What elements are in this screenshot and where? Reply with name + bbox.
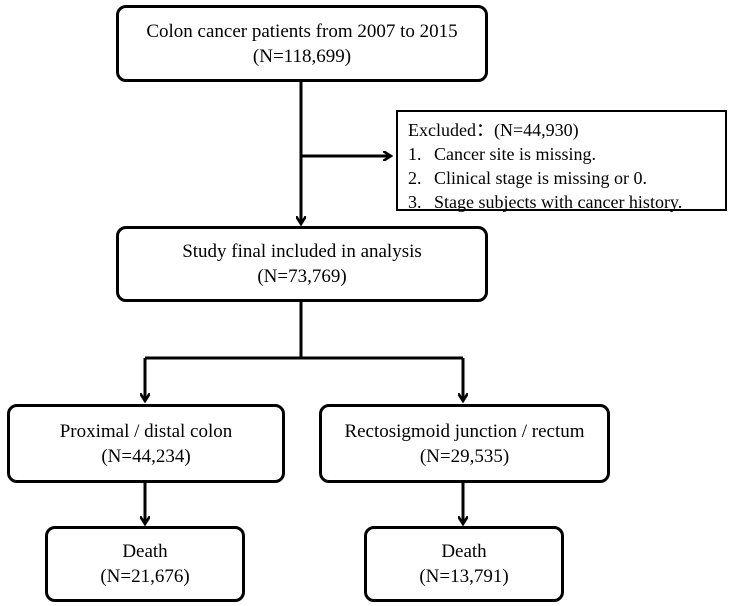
excluded-box: Excluded：(N=44,930) 1. Cancer site is mis…: [396, 110, 727, 214]
excluded-title: Excluded：(N=44,930): [408, 120, 579, 140]
right-branch-title: Rectosigmoid junction / rectum: [344, 420, 585, 442]
start-count: (N=118,699): [252, 45, 352, 67]
left-branch-title: Proximal / distal colon: [59, 420, 233, 442]
included-count: (N=73,769): [257, 266, 347, 287]
right-outcome-count: (N=13,791): [419, 566, 509, 587]
excluded-reason: 2. Clinical stage is missing or 0.: [408, 166, 717, 190]
left-branch-count: (N=44,234): [101, 445, 191, 467]
excluded-reason-text: Stage subjects with cancer history.: [434, 192, 683, 212]
left-outcome-count: (N=21,676): [100, 566, 190, 587]
start-title: Colon cancer patients from 2007 to 2015: [146, 20, 458, 42]
left-branch-box: Proximal / distal colon (N=44,234): [7, 404, 285, 483]
right-outcome-title: Death: [441, 541, 487, 562]
excluded-reason-text: Cancer site is missing.: [434, 144, 596, 164]
start-box: Colon cancer patients from 2007 to 2015 …: [116, 5, 488, 82]
excluded-reason: 3. Stage subjects with cancer history.: [408, 190, 717, 214]
right-branch-count: (N=29,535): [419, 445, 510, 467]
left-outcome-title: Death: [122, 541, 168, 562]
excluded-reason-number: 1.: [408, 144, 422, 164]
excluded-reason: 1. Cancer site is missing.: [408, 142, 717, 166]
excluded-reason-number: 2.: [408, 168, 422, 188]
right-branch-box: Rectosigmoid junction / rectum (N=29,535…: [319, 404, 610, 483]
right-outcome-box: Death (N=13,791): [364, 526, 564, 602]
included-title: Study final included in analysis: [182, 241, 422, 262]
included-box: Study final included in analysis (N=73,7…: [116, 226, 488, 302]
left-outcome-box: Death (N=21,676): [45, 526, 245, 602]
excluded-reason-number: 3.: [408, 192, 422, 212]
excluded-reason-text: Clinical stage is missing or 0.: [434, 168, 647, 188]
